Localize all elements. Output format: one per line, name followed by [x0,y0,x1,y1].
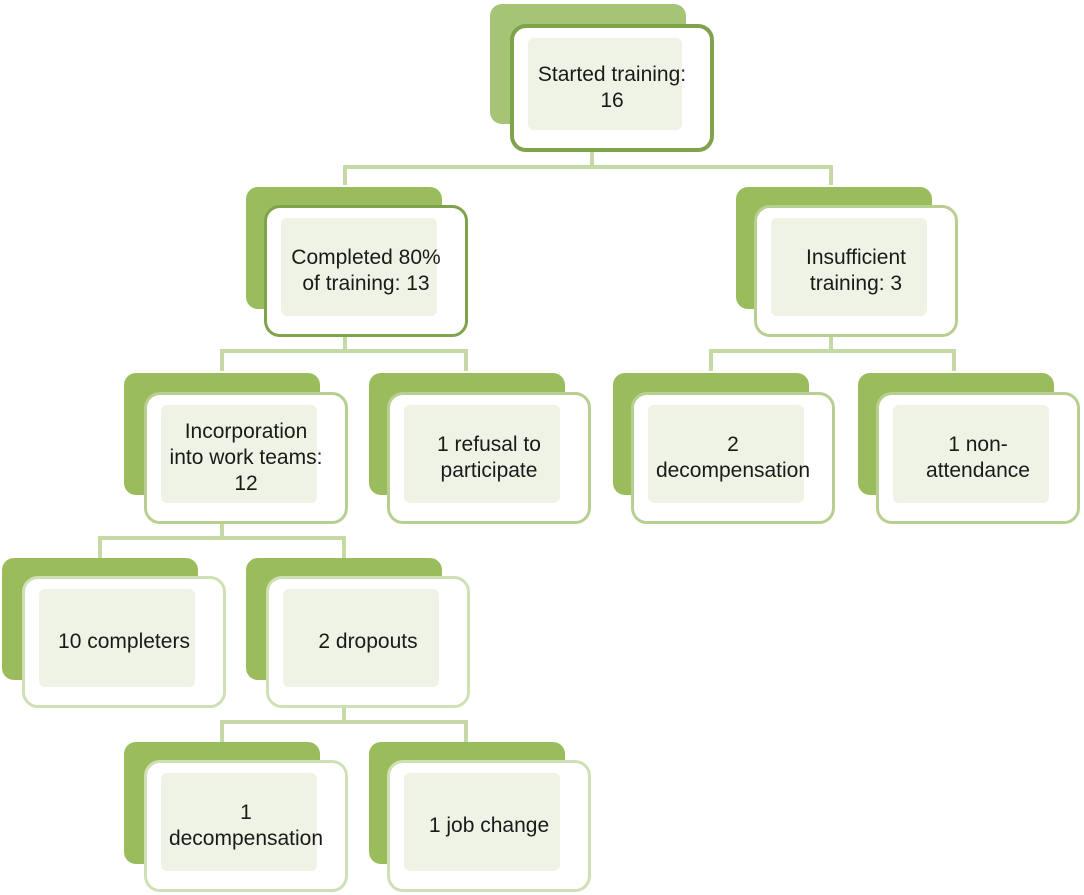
node-non-attendance: 1 non-attendance [858,373,1080,524]
node-label: 1 non-attendance [926,433,1030,482]
node-started-training: Started training:16 [490,4,714,152]
node-completers: 10 completers [2,558,226,708]
connector-insufficient-down [829,335,833,351]
connector-to-dropouts [342,536,346,558]
connector-level2-right-bar [709,349,956,353]
connector-to-jobchange [464,720,468,742]
connector-to-completers [98,536,102,558]
connector-level4-bar [220,720,468,724]
connector-to-refusal [464,349,468,371]
connector-to-completed [343,165,347,185]
connector-to-nonattend [952,349,956,371]
connector-incorporation-down [220,522,224,538]
node-label: 1 job change [428,814,550,837]
connector-root-down [590,150,594,167]
connector-dropouts-down [342,706,346,722]
node-job-change: 1 job change [369,742,591,892]
node-completed-training: Completed 80%of training: 13 [246,187,468,337]
node-label: Started training:16 [537,63,687,112]
connector-to-decomp2 [709,349,713,371]
connector-completed-down [343,335,347,351]
connector-level3-bar [98,536,346,540]
connector-level2-left-bar [220,349,468,353]
connector-to-decomp1 [220,720,224,742]
node-label: 10 completers [58,630,190,653]
connector-to-insufficient [829,165,833,185]
connector-level1-bar [343,165,833,169]
node-dropouts: 2 dropouts [246,558,470,708]
connector-to-incorporation [220,349,224,371]
node-label: Completed 80%of training: 13 [291,246,441,295]
node-label: 2 dropouts [318,630,418,653]
